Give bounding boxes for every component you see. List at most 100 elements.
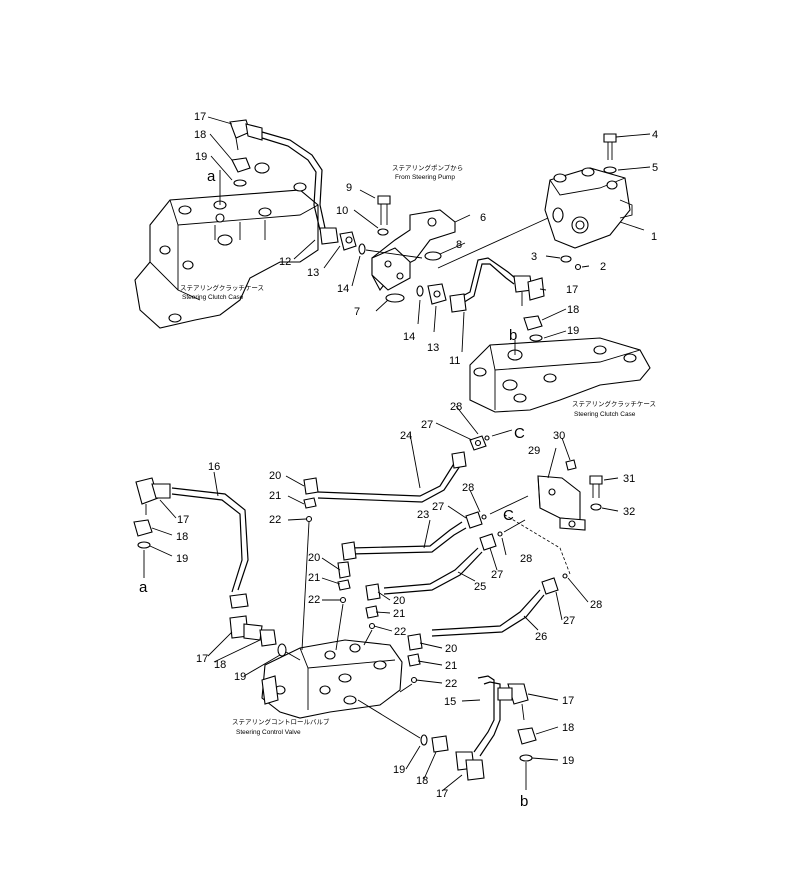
o-ring-part-28-top	[484, 435, 490, 441]
pipe-part-11	[449, 257, 516, 313]
washer-part-10	[377, 228, 389, 236]
label-part-6: 6	[480, 212, 486, 224]
label-part-19-right-top: 19	[567, 325, 579, 337]
o-ring-part-14-right	[416, 285, 424, 297]
fitting-part-20-a	[303, 477, 319, 495]
plug-part-30	[565, 459, 577, 471]
label-part-18: 18	[194, 129, 206, 141]
label-part-31: 31	[623, 473, 635, 485]
elbow-fitting-part-17-top	[229, 119, 263, 151]
label-part-28-second: 28	[462, 482, 474, 494]
elbow-fitting-part-17-valve-left	[229, 615, 263, 641]
label-part-19-valve-bottom: 19	[393, 764, 405, 776]
o-ring-part-19-valve-bottom	[420, 734, 428, 746]
label-part-17-lower-right: 17	[562, 695, 574, 707]
clutch-case-right-caption-jp: ステアリングクラッチケース	[572, 399, 656, 408]
o-ring-part-7	[385, 293, 405, 303]
connector-part-13-left	[319, 227, 357, 251]
washer-part-5	[603, 166, 617, 174]
label-part-32: 32	[623, 506, 635, 518]
label-part-7: 7	[354, 306, 360, 318]
flange-part-6	[371, 209, 456, 292]
label-part-15: 15	[444, 696, 456, 708]
valve-caption-jp: ステアリングコントロールバルブ	[232, 717, 330, 726]
label-part-18-lower-right: 18	[562, 722, 574, 734]
plug-part-2	[574, 263, 582, 271]
o-ring-part-19-lower-right	[519, 754, 533, 762]
label-part-17: 17	[194, 111, 206, 123]
label-part-28-third: 28	[520, 553, 532, 565]
label-part-17-left: 17	[177, 514, 189, 526]
label-part-1: 1	[651, 231, 657, 243]
label-part-13-right: 13	[427, 342, 439, 354]
label-part-24: 24	[400, 430, 412, 442]
seal-part-22-c	[368, 622, 376, 630]
label-part-22-d: 22	[445, 678, 457, 690]
label-part-27-top: 27	[421, 419, 433, 431]
nut-part-21-d	[407, 653, 421, 667]
leader-lines	[149, 116, 651, 792]
ref-b-bottom: b	[520, 793, 528, 810]
ref-a-top: a	[207, 168, 216, 185]
o-ring-part-19-valve-left	[277, 643, 287, 657]
seal-part-22-d	[410, 676, 418, 684]
label-part-17-right-top: 17	[566, 284, 578, 296]
nut-part-18-top	[231, 157, 251, 173]
nut-part-21-a	[303, 497, 317, 509]
pump-caption-en: From Steering Pump	[395, 174, 455, 181]
o-ring-part-8	[424, 251, 442, 261]
label-part-14-right: 14	[403, 331, 415, 343]
pipe-part-24	[317, 451, 467, 503]
label-part-25: 25	[474, 581, 486, 593]
pipe-part-15	[473, 675, 501, 757]
label-part-21-b: 21	[308, 572, 320, 584]
bolt-part-31	[589, 475, 603, 498]
steering-control-valve	[261, 639, 403, 719]
washer-part-32	[590, 503, 602, 511]
label-part-19-valve-left: 19	[234, 671, 246, 683]
label-part-21-a: 21	[269, 490, 281, 502]
label-part-3: 3	[531, 251, 537, 263]
reference-letters: a a b b C C	[139, 168, 528, 810]
label-part-20-c: 20	[393, 595, 405, 607]
clutch-case-left-caption-jp: ステアリングクラッチケース	[180, 283, 264, 292]
connector-part-27-top	[469, 435, 487, 451]
steering-clutch-case-left	[134, 162, 319, 329]
label-part-11: 11	[449, 355, 460, 367]
label-part-22-a: 22	[269, 514, 281, 526]
connector-part-27-second	[465, 511, 483, 529]
ref-b-top: b	[509, 327, 517, 344]
label-part-14: 14	[337, 283, 349, 295]
ref-a-bottom: a	[139, 579, 148, 596]
nut-part-21-b	[337, 579, 351, 591]
part-number-labels: 17 18 19 12 13 14 9 10 6 8 7 14 13 11 17…	[176, 111, 658, 800]
elbow-fitting-part-17-valve-bottom	[455, 751, 485, 781]
label-part-13: 13	[307, 267, 319, 279]
ref-c-upper: C	[514, 425, 525, 442]
seal-part-22-b	[339, 596, 347, 604]
steering-clutch-case-right	[469, 337, 651, 413]
connector-part-13-right	[427, 283, 447, 305]
label-part-21-d: 21	[445, 660, 457, 672]
pipe-part-12	[261, 131, 326, 231]
label-part-27-second: 27	[432, 501, 444, 513]
label-part-19-lower-right: 19	[562, 755, 574, 767]
label-part-29: 29	[528, 445, 540, 457]
label-part-19-left: 19	[176, 553, 188, 565]
o-ring-part-19-right-top	[529, 334, 543, 342]
clutch-case-left-caption-en: Steering Clutch Case	[182, 294, 244, 301]
nut-part-18-lower-right	[517, 727, 537, 745]
o-ring-part-28-fourth	[562, 573, 568, 579]
label-part-4: 4	[652, 129, 658, 141]
label-part-22-b: 22	[308, 594, 320, 606]
label-part-18-left: 18	[176, 531, 188, 543]
pump-caption-jp: ステアリングポンプから	[392, 163, 463, 172]
fitting-part-20-b	[337, 561, 351, 579]
label-part-30: 30	[553, 430, 565, 442]
label-part-12: 12	[279, 256, 291, 268]
label-part-17-valve-bottom: 17	[436, 788, 448, 800]
o-ring-part-14-left	[358, 243, 366, 255]
seal-part-22-a	[305, 515, 313, 523]
label-part-22-c: 22	[394, 626, 406, 638]
